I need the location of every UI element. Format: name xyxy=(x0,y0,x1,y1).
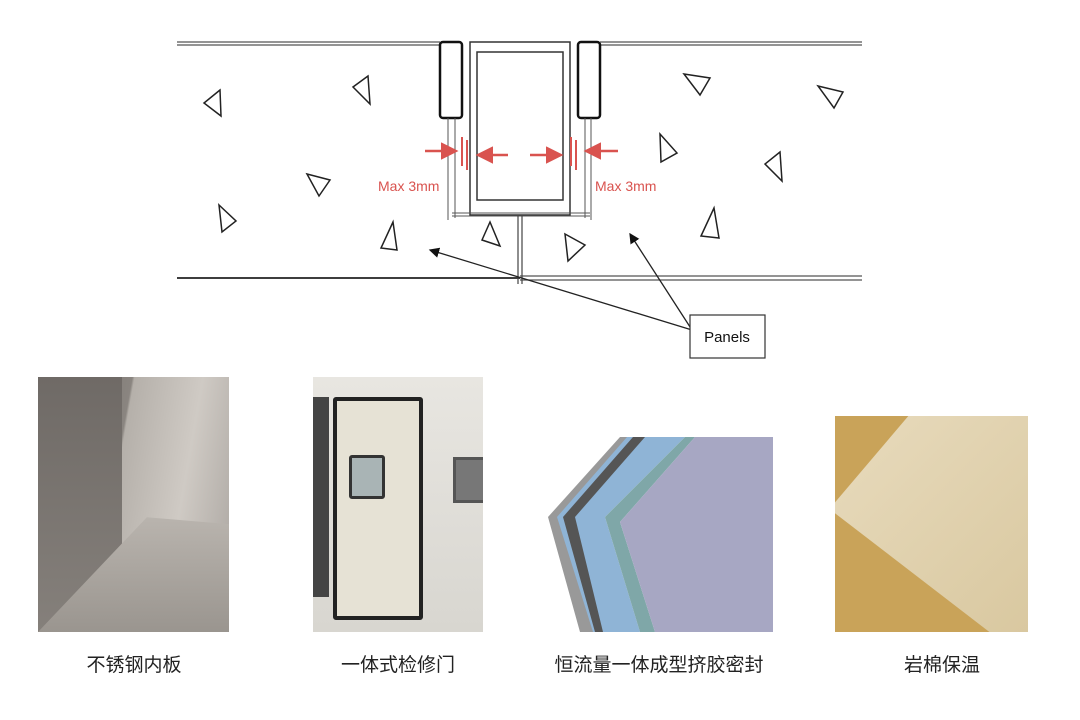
caption-extruded-seal: 恒流量一体成型挤胶密封 xyxy=(554,654,764,676)
extruded-seal-photo xyxy=(545,437,773,632)
stainless-steel-panel-photo xyxy=(38,377,229,632)
caption-access-door: 一体式检修门 xyxy=(340,654,455,676)
caption-stainless-steel: 不锈钢内板 xyxy=(86,654,182,676)
panel-skins xyxy=(177,41,862,281)
callout-arrows xyxy=(428,232,693,331)
panels-callout-label: Panels xyxy=(704,329,750,346)
gap-label-left: Max 3mm xyxy=(378,178,439,194)
panels-callout-box xyxy=(689,314,766,359)
access-door-photo xyxy=(313,377,483,632)
triangles xyxy=(202,72,845,263)
gap-markers xyxy=(425,137,618,170)
gap-label-right: Max 3mm xyxy=(595,178,656,194)
panel-joint-diagram: Max 3mm Max 3mm Panels xyxy=(177,40,862,359)
profile-frame xyxy=(438,40,602,284)
rock-wool-insulation-photo xyxy=(835,416,1028,632)
caption-rock-wool: 岩棉保温 xyxy=(903,654,980,676)
